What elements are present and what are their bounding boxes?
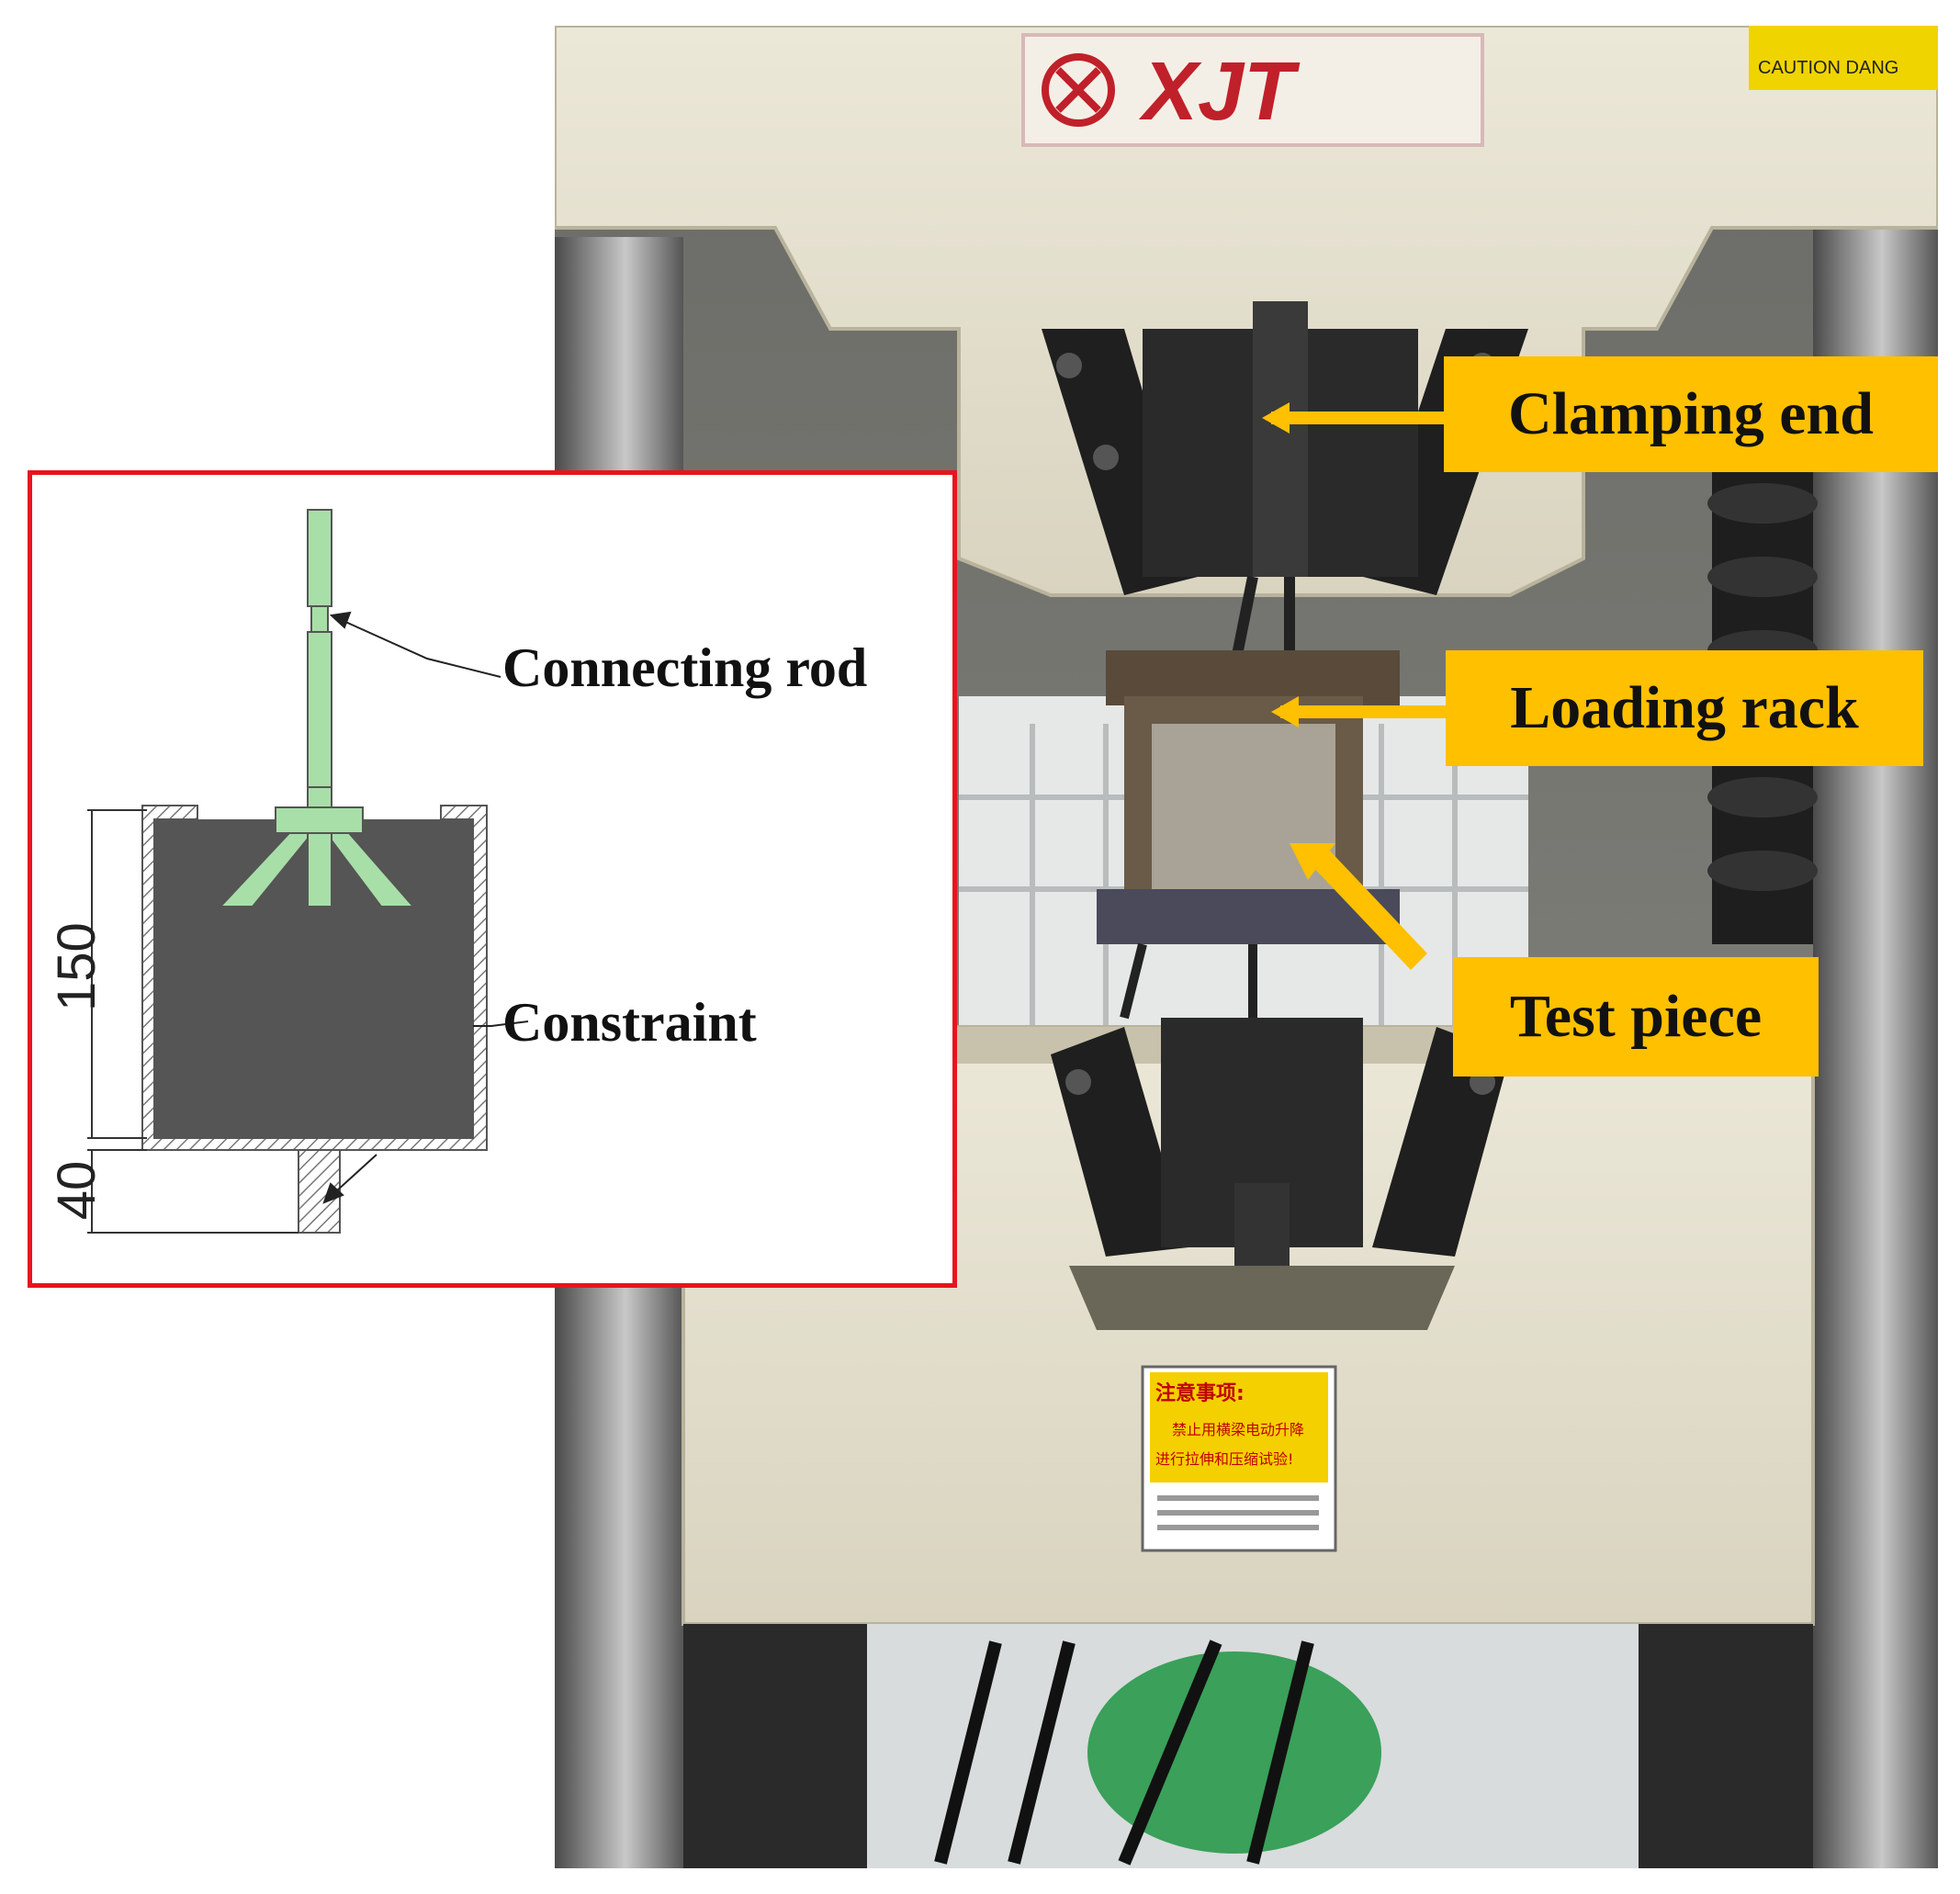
leader-lines [322, 611, 529, 1204]
loading-rack [1097, 650, 1400, 944]
warning-sign-title: 注意事项: [1155, 1381, 1245, 1405]
dimension-40: 40 [47, 1160, 107, 1221]
lower-grip [1051, 1018, 1510, 1321]
upper-crosshead [555, 26, 1938, 597]
loading-diagram [87, 509, 529, 1234]
warning-sign: 注意事项: 禁止用横梁电动升降 进行拉伸和压缩试验! [1141, 1365, 1337, 1552]
label-connecting-rod: Connecting rod [502, 637, 868, 698]
callout-arrows [1262, 402, 1455, 970]
dimension-150: 150 [47, 922, 107, 1011]
right-column [1813, 219, 1938, 1868]
brand-logo-text: XJT [1138, 46, 1301, 138]
connecting-rod [307, 509, 332, 807]
anchor-plate [218, 786, 416, 908]
dimension-lines [87, 809, 299, 1234]
warning-sign-line1: 禁止用横梁电动升降 [1172, 1421, 1304, 1438]
label-constraint: Constraint [502, 992, 757, 1053]
inset-diagram: Connecting rod Constraint 150 40 [28, 470, 957, 1288]
caution-text: CAUTION DANG [1758, 58, 1898, 78]
callout-test-piece: Test piece [1453, 957, 1819, 1077]
warning-sign-line2: 进行拉伸和压缩试验! [1155, 1450, 1293, 1468]
callout-clamping-end: Clamping end [1444, 356, 1938, 472]
brand-logo-plate: XJT [1021, 33, 1484, 147]
caution-sticker-top: CAUTION DANG [1749, 26, 1938, 90]
callout-loading-rack: Loading rack [1446, 650, 1923, 766]
green-bag [1087, 1652, 1381, 1854]
